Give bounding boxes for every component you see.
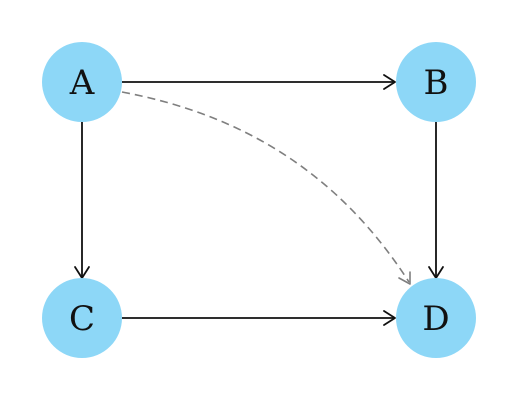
edge-a-to-d-dashed	[121, 91, 410, 283]
arrowhead-c-to-d	[383, 310, 396, 326]
edges	[74, 74, 444, 326]
node-a-circle	[42, 42, 122, 122]
node-c-circle	[42, 278, 122, 358]
arrowhead-a-to-d-dashed	[398, 271, 411, 285]
node-b-label: B	[424, 63, 449, 103]
nodes: A B C D	[42, 42, 476, 358]
node-b-circle	[396, 42, 476, 122]
node-d: D	[396, 278, 476, 358]
node-d-circle	[396, 278, 476, 358]
arrowhead-a-to-b	[383, 74, 396, 90]
node-a: A	[42, 42, 122, 122]
node-b: B	[396, 42, 476, 122]
node-c: C	[42, 278, 122, 358]
node-a-label: A	[69, 63, 95, 103]
node-c-label: C	[69, 299, 95, 339]
node-d-label: D	[422, 299, 449, 339]
